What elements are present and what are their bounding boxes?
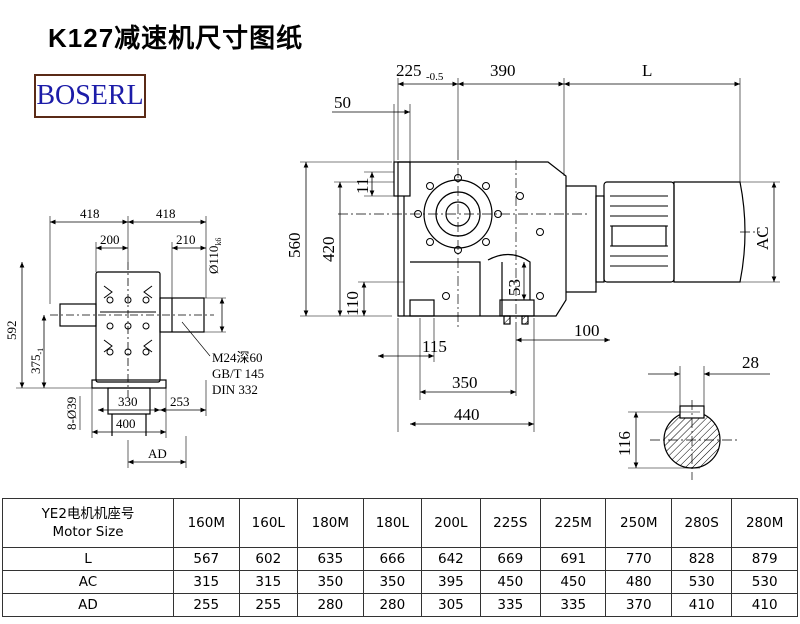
dim-225: 225	[396, 61, 422, 80]
table-cell: 280	[362, 593, 423, 617]
table-cell: 370	[605, 593, 673, 617]
dim-330: 330	[118, 394, 138, 409]
table-cell: 315	[173, 570, 240, 594]
table-cell: 530	[731, 570, 798, 594]
table-header-cell: 180M	[297, 498, 364, 548]
table-cell: 410	[671, 593, 733, 617]
table-cell: 335	[479, 593, 541, 617]
shaft-section	[628, 366, 770, 480]
table-header-cell: 200L	[421, 498, 481, 548]
dim-116: 116	[615, 431, 634, 456]
table-cell: 530	[671, 570, 733, 594]
dim-53: 53	[505, 279, 524, 296]
note-thread: M24深60	[212, 350, 263, 365]
table-cell: 642	[421, 547, 481, 571]
table-header-cell: 225M	[539, 498, 607, 548]
dim-50: 50	[334, 93, 351, 112]
dim-420: 420	[319, 237, 338, 263]
table-cell: 350	[297, 570, 364, 594]
table-cell: 395	[421, 570, 481, 594]
table-cell: 410	[731, 593, 798, 617]
dim-100: 100	[574, 321, 600, 340]
dim-115: 115	[422, 337, 447, 356]
table-cell: 691	[539, 547, 607, 571]
dim-11: 11	[353, 178, 372, 194]
table-cell: 255	[238, 593, 299, 617]
dim-560: 560	[285, 233, 304, 259]
dim-225-tolerance: -0.5	[426, 71, 444, 83]
table-header-cell: 225S	[479, 498, 541, 548]
page-title: K127减速机尺寸图纸	[48, 23, 304, 53]
table-cell: 350	[362, 570, 423, 594]
table-row: AC 315 315 350 350 395 450 450 480 530 5…	[2, 570, 798, 594]
dim-350: 350	[452, 373, 478, 392]
front-view	[300, 78, 780, 432]
table-row: AD 255 255 280 280 305 335 335 370 410 4…	[2, 593, 798, 617]
table-cell: 666	[362, 547, 423, 571]
table-cell: 450	[539, 570, 607, 594]
table-header-row: YE2电机机座号 Motor Size 160M 160L 180M 180L …	[2, 498, 798, 548]
dim-110: 110	[343, 291, 362, 316]
dim-28: 28	[742, 353, 759, 372]
table-cell: 828	[671, 547, 733, 571]
dim-210: 210	[176, 232, 196, 247]
row-label: AC	[2, 570, 174, 594]
gearbox-housing	[397, 161, 567, 317]
table-cell: 255	[173, 593, 240, 617]
dim-253: 253	[170, 394, 190, 409]
brand-logo: BOSERL	[34, 74, 146, 118]
table-cell: 602	[238, 547, 299, 571]
dim-400: 400	[116, 416, 136, 431]
dim-418-left: 418	[80, 206, 100, 221]
dim-200: 200	[100, 232, 120, 247]
table-cell: 567	[173, 547, 240, 571]
table-header-cell: 280M	[731, 498, 798, 548]
table-header-cell: 180L	[362, 498, 423, 548]
side-view-motor-flange	[107, 387, 151, 415]
table-header-cell: 160L	[238, 498, 299, 548]
dim-440: 440	[454, 405, 480, 424]
motor-size-table: YE2电机机座号 Motor Size 160M 160L 180M 180L …	[2, 498, 798, 617]
table-cell: 669	[479, 547, 541, 571]
foot-right	[499, 299, 535, 317]
dim-375: 375-1	[28, 348, 45, 374]
dim-AD: AD	[148, 446, 167, 461]
table-cell: 879	[731, 547, 798, 571]
table-cell: 315	[238, 570, 299, 594]
table-header-cell: 250M	[605, 498, 673, 548]
side-view-shaft-right	[159, 297, 205, 333]
dim-AC: AC	[753, 226, 772, 250]
dim-592: 592	[4, 321, 19, 341]
table-cell: 450	[479, 570, 541, 594]
dim-L: L	[642, 61, 652, 80]
note-standard-gb: GB/T 145	[212, 366, 264, 381]
side-view	[16, 216, 226, 468]
table-cell: 335	[539, 593, 607, 617]
technical-drawing: 225 -0.5 390 L 50 11 560 420 110 53 115 …	[4, 61, 780, 480]
row-label: L	[2, 547, 174, 571]
table-cell: 280	[297, 593, 364, 617]
terminal-box	[611, 225, 667, 247]
dim-390: 390	[490, 61, 516, 80]
foot-left	[409, 299, 435, 317]
dim-holes: 8-Ø39	[64, 397, 79, 430]
table-cell: 305	[421, 593, 481, 617]
dim-418-right: 418	[156, 206, 176, 221]
dim-shaft-diameter: Ø110k6	[206, 238, 223, 274]
motor-end-cap	[673, 181, 746, 283]
side-view-shaft-left	[59, 303, 97, 327]
table-cell: 770	[605, 547, 673, 571]
brand-logo-text: BOSERL	[36, 80, 144, 111]
motor	[603, 181, 760, 283]
motor-adapter	[566, 185, 597, 293]
table-cell: 635	[297, 547, 364, 571]
note-standard-din: DIN 332	[212, 382, 258, 397]
table-cell: 480	[605, 570, 673, 594]
row-label: AD	[2, 593, 174, 617]
table-row: L 567 602 635 666 642 669 691 770 828 87…	[2, 547, 798, 571]
table-header-label: YE2电机机座号 Motor Size	[2, 498, 174, 548]
table-header-cell: 280S	[671, 498, 733, 548]
table-header-cell: 160M	[173, 498, 240, 548]
